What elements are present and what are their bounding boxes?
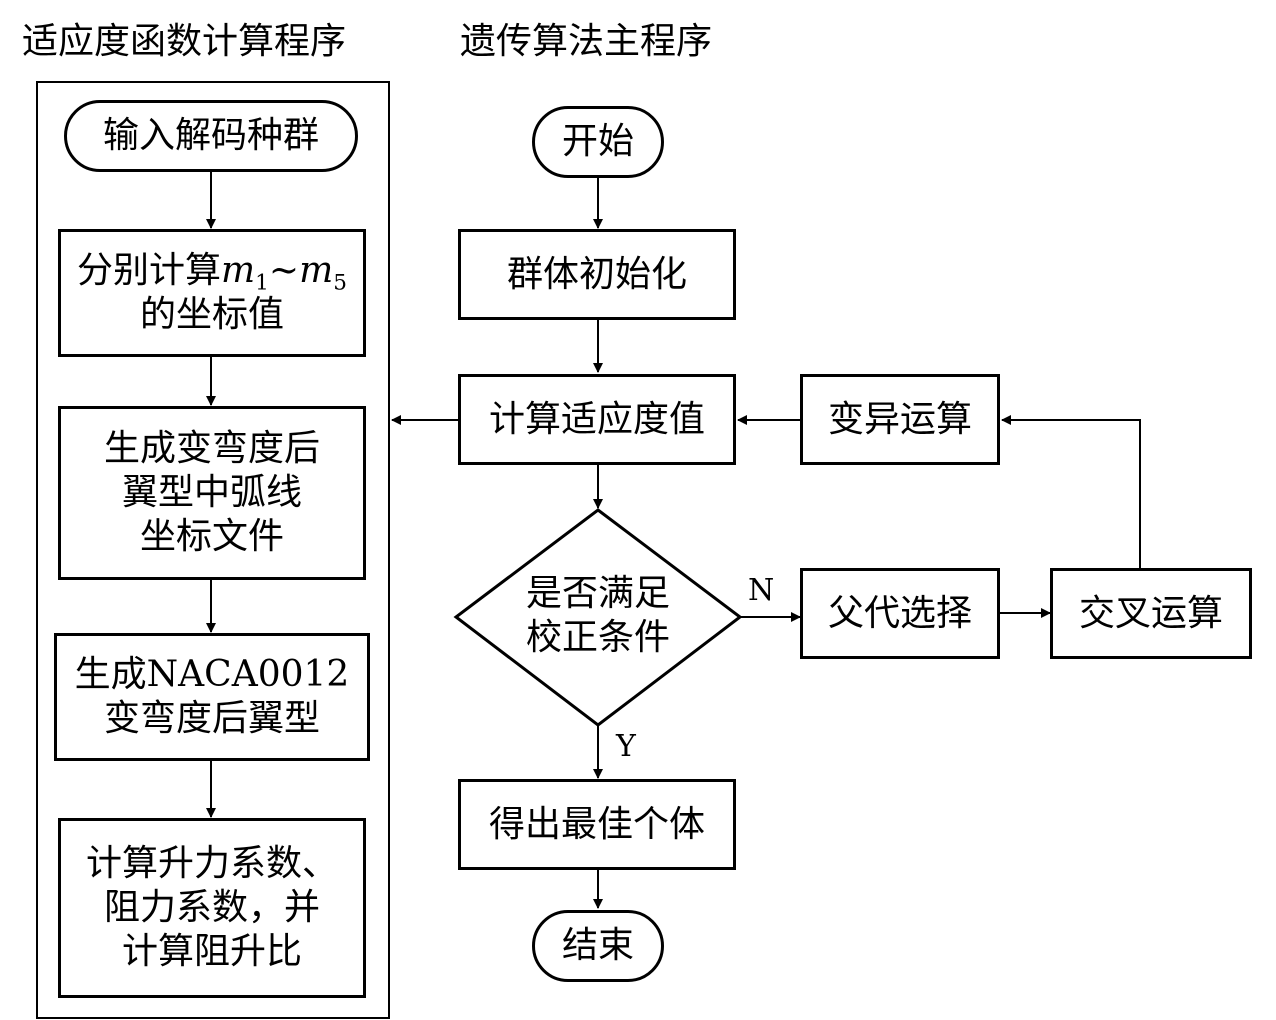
naca-airfoil-box: 生成NACA0012 变弯度后翼型	[54, 633, 370, 761]
calc-coordinates-line1: 分别计算m1~m5	[77, 250, 347, 296]
decision-diamond	[453, 508, 743, 727]
camber-line-file-box: 生成变弯度后 翼型中弧线 坐标文件	[58, 406, 366, 580]
parent-selection-box: 父代选择	[800, 568, 1000, 659]
mutation-box: 变异运算	[800, 374, 1000, 465]
best-individual-box: 得出最佳个体	[458, 779, 736, 870]
ga-program-title: 遗传算法主程序	[460, 21, 713, 62]
compute-fitness-box: 计算适应度值	[458, 374, 736, 465]
correction-condition-text: 是否满足 校正条件	[525, 573, 670, 658]
crossover-box: 交叉运算	[1050, 568, 1252, 659]
end-terminal: 结束	[532, 910, 664, 982]
no-branch-label: N	[748, 573, 775, 608]
population-init-box: 群体初始化	[458, 229, 736, 320]
fitness-program-title: 适应度函数计算程序	[22, 21, 347, 62]
calc-coordinates-line2: 的坐标值	[139, 294, 284, 335]
aero-coefficients-box: 计算升力系数、 阻力系数，并 计算阻升比	[58, 818, 366, 998]
calc-coordinates-box: 分别计算m1~m5 的坐标值	[58, 229, 366, 357]
start-terminal: 开始	[532, 106, 664, 178]
arrow-crossover-to-mutation	[1001, 415, 1141, 568]
input-decoded-population-terminal: 输入解码种群	[64, 100, 358, 172]
fitness-program-frame	[36, 81, 390, 1019]
yes-branch-label: Y	[616, 729, 636, 764]
